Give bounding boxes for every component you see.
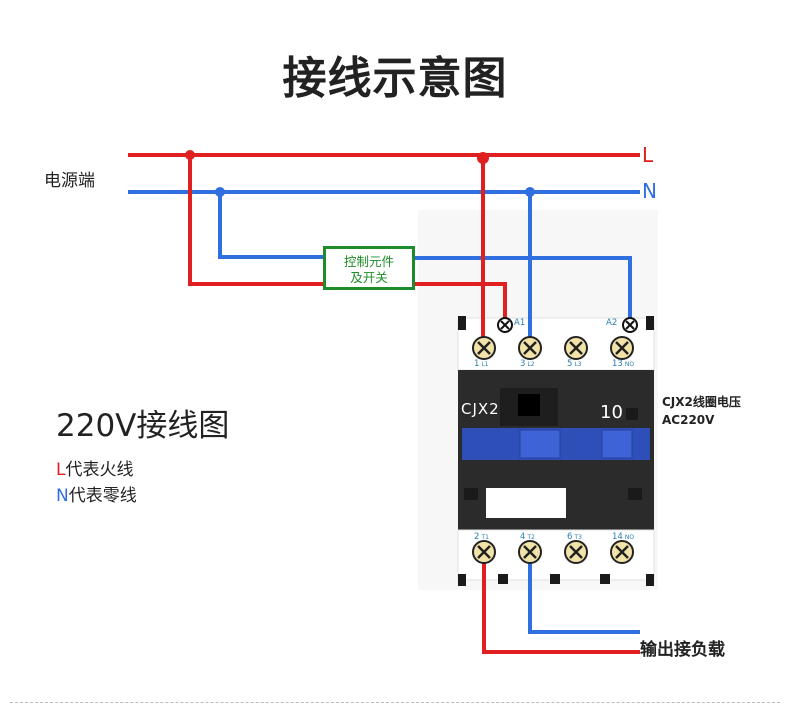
- coil-voltage-info: CJX2线圈电压 AC220V: [662, 393, 741, 429]
- control-element-box: 控制元件 及开关: [323, 246, 415, 290]
- contactor-model-label: CJX2: [461, 400, 500, 418]
- screw-terminal-2: [472, 540, 496, 564]
- control-element-line1: 控制元件: [343, 254, 394, 269]
- screw-terminal-5: [564, 336, 588, 360]
- contactor-nameplate: [486, 488, 566, 518]
- coil-info-line1: CJX2线圈电压: [662, 395, 741, 409]
- live-wire-to-A1: [415, 282, 507, 322]
- wiring-title: 220V接线图: [56, 408, 230, 444]
- legend-text: 代表火线: [65, 460, 134, 480]
- legend-live: L代表火线: [56, 455, 133, 480]
- contactor-rating-label: 10: [600, 402, 623, 423]
- coil-terminal-A1-label: A1: [514, 318, 526, 328]
- contactor-clip: [498, 574, 508, 584]
- power-source-label: 电源端: [44, 171, 95, 191]
- control-element-line2: 及开关: [350, 270, 388, 285]
- legend-key: L: [56, 460, 66, 480]
- live-wire-to-control: [188, 155, 323, 286]
- load-neutral-wire: [528, 552, 640, 634]
- coil-terminal-A2-label: A2: [606, 318, 618, 328]
- contactor-clip: [646, 316, 654, 330]
- contactor-clip: [458, 316, 466, 330]
- junction-dot: [215, 187, 225, 197]
- legend-key: N: [56, 486, 69, 506]
- screw-A2: [622, 317, 638, 333]
- contactor-slot: [464, 488, 478, 500]
- screw-terminal-3: [518, 336, 542, 360]
- screw-A1: [497, 317, 513, 333]
- bottom-divider: [10, 702, 780, 703]
- screw-terminal-4: [518, 540, 542, 564]
- contactor-small-window: [626, 408, 638, 420]
- phase-N-label: N: [642, 179, 657, 203]
- junction-dot: [477, 152, 489, 164]
- load-output-label: 输出接负载: [640, 640, 725, 660]
- legend-neutral: N代表零线: [56, 481, 137, 506]
- contactor-clip: [458, 574, 466, 586]
- page-title: 接线示意图: [282, 53, 508, 104]
- contactor-blue-block: [519, 429, 561, 459]
- neutral-wire-to-control: [218, 192, 323, 259]
- neutral-wire-to-A2: [415, 256, 632, 322]
- contactor-blue-block: [601, 429, 633, 459]
- junction-dot: [185, 150, 195, 160]
- screw-terminal-1: [472, 336, 496, 360]
- screw-terminal-13: [610, 336, 634, 360]
- contactor-clip: [646, 574, 654, 586]
- junction-dot: [525, 187, 535, 197]
- legend-text: 代表零线: [68, 486, 137, 506]
- phase-L-label: L: [642, 143, 654, 167]
- contactor-slot: [628, 488, 642, 500]
- contactor-clip: [600, 574, 610, 584]
- screw-terminal-14: [610, 540, 634, 564]
- coil-info-line2: AC220V: [662, 413, 715, 427]
- contactor-clip: [550, 574, 560, 584]
- screw-terminal-6: [564, 540, 588, 564]
- load-live-wire: [482, 552, 640, 654]
- contactor-indicator: [518, 394, 540, 416]
